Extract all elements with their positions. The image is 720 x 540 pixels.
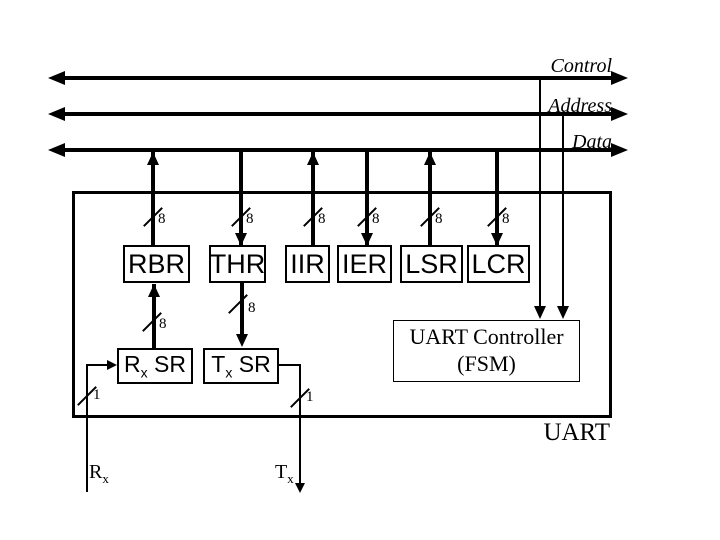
address-bus-left-arrowhead [48, 107, 65, 121]
thr-data-line [239, 150, 243, 246]
data-bus-left-arrowhead [48, 143, 65, 157]
rx-signal-line [86, 364, 88, 492]
ier-data-arrowhead-down [361, 233, 373, 246]
iir-data-arrowhead-up [307, 152, 319, 165]
thr-to-txsr-line [240, 281, 244, 334]
uart-controller-label-line1: UART Controller [409, 324, 564, 350]
address-to-fsm-line [562, 114, 564, 306]
register-ier: IER [337, 245, 392, 283]
control-bus-left-arrowhead [48, 71, 65, 85]
rx-signal-label: Rx [89, 461, 109, 486]
tx-signal-line [299, 364, 301, 484]
register-thr-label: THR [209, 248, 266, 279]
control-to-fsm-arrowhead [534, 306, 546, 319]
data-bus-right-arrowhead [611, 143, 628, 157]
control-to-fsm-line [539, 78, 541, 306]
thr-width-label: 8 [246, 211, 254, 227]
rbr-data-arrowhead-up [147, 152, 159, 165]
register-lsr-label: LSR [405, 248, 458, 279]
lcr-data-line [495, 150, 499, 246]
rbr-data-line [151, 152, 155, 246]
uart-chip-box [72, 191, 612, 418]
ier-data-line [365, 150, 369, 246]
tx-output-stub-line [279, 364, 301, 366]
uart-chip-label: UART [543, 419, 610, 446]
register-rbr-label: RBR [127, 248, 185, 279]
thr-to-txsr-arrowhead [236, 334, 248, 347]
data-bus-label: Data [572, 131, 612, 153]
rx-width-label: 1 [93, 387, 101, 403]
tx-width-label: 1 [306, 389, 314, 405]
address-bus-right-arrowhead [611, 107, 628, 121]
register-lcr: LCR [467, 245, 530, 283]
address-bus-line [60, 112, 614, 116]
register-rbr: RBR [123, 245, 190, 283]
register-ier-label: IER [341, 248, 387, 279]
lsr-width-label: 8 [435, 211, 443, 227]
address-bus-label: Address [548, 95, 612, 117]
iir-data-line [311, 152, 315, 246]
register-thr: THR [209, 245, 266, 283]
txsr-width-label: 8 [248, 300, 256, 316]
uart-controller-label-line2: (FSM) [457, 351, 516, 376]
register-lsr: LSR [400, 245, 463, 283]
register-lcr-label: LCR [471, 248, 526, 279]
control-bus-line [60, 76, 614, 80]
control-bus-right-arrowhead [611, 71, 628, 85]
rx-input-stub-line [86, 364, 110, 366]
lcr-data-arrowhead-down [491, 233, 503, 246]
lsr-data-line [428, 152, 432, 246]
register-iir-label: IIR [290, 248, 325, 279]
tx-output-arrowhead [295, 483, 305, 493]
rx-input-arrowhead [107, 360, 117, 370]
rxsr-to-rbr-arrowhead [148, 284, 160, 297]
control-bus-label: Control [550, 55, 613, 77]
iir-width-label: 8 [318, 211, 326, 227]
data-bus-line [60, 148, 614, 152]
thr-data-arrowhead-down [235, 233, 247, 246]
ier-width-label: 8 [372, 211, 380, 227]
uart-controller-box: UART Controller (FSM) [393, 320, 580, 382]
lcr-width-label: 8 [502, 211, 510, 227]
register-iir: IIR [285, 245, 330, 283]
rbr-width-label: 8 [158, 211, 166, 227]
address-to-fsm-arrowhead [557, 306, 569, 319]
tx-signal-label: Tx [275, 461, 294, 486]
lsr-data-arrowhead-up [424, 152, 436, 165]
rxsr-to-rbr-line [152, 284, 156, 348]
rxsr-width-label: 8 [159, 316, 167, 332]
